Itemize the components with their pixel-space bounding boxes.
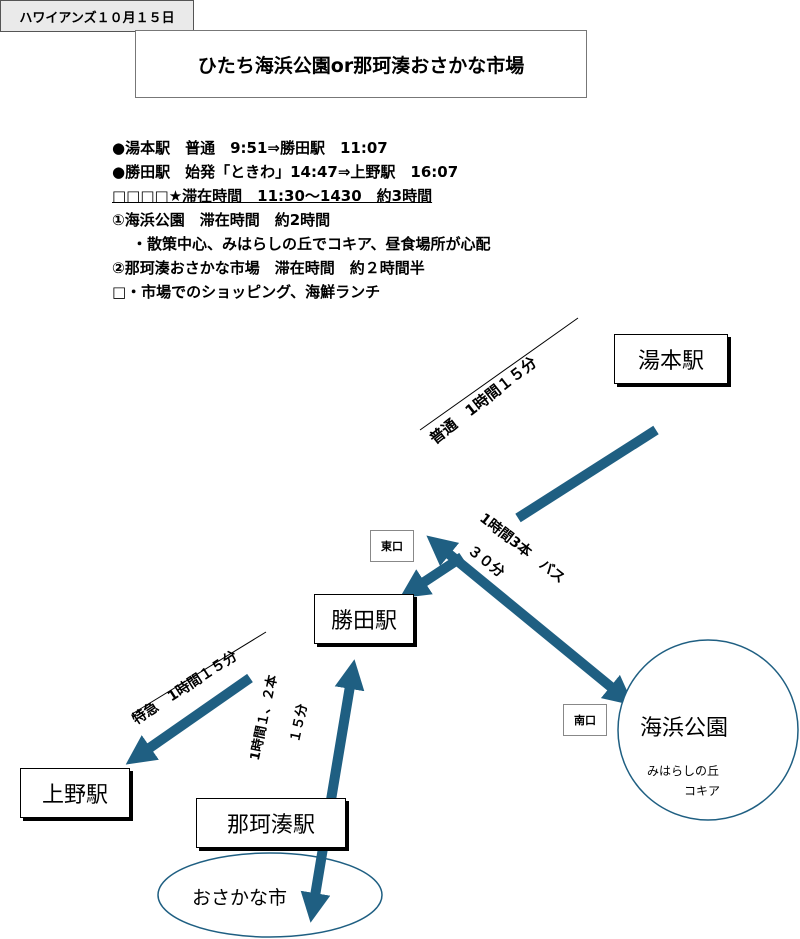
label-east-exit: 東口: [370, 530, 414, 562]
itinerary-line-6: ②那珂湊おさかな市場 滞在時間 約２時間半: [112, 259, 425, 277]
itinerary-line-2: ●勝田駅 始発「ときわ」14:47⇒上野駅 16:07: [112, 163, 459, 181]
itinerary-line-7: □・市場でのショッピング、海鮮ランチ: [112, 283, 381, 301]
station-ueno: 上野駅: [20, 768, 130, 818]
kaihin-park-label: 海浜公園: [640, 716, 729, 741]
itinerary-line-4: ①海浜公園 滞在時間 約2時間: [112, 211, 331, 229]
route-underline-yumoto: [419, 317, 579, 431]
station-katsuta: 勝田駅: [314, 594, 414, 644]
station-yumoto: 湯本駅: [614, 334, 728, 384]
arrow-katsuta-ueno: [125, 673, 253, 765]
itinerary-line-5: ・散策中心、みはらしの丘でコキア、昼食場所が心配: [132, 235, 491, 253]
arrow-yumoto-katsuta-a: [515, 425, 659, 523]
arrow-bus: [426, 535, 634, 706]
osakana-market-label: おさかな市: [192, 887, 288, 909]
label-south-exit: 南口: [563, 704, 607, 736]
osakana-market-ellipse: [157, 852, 383, 938]
itinerary: ●湯本駅 普通 9:51⇒勝田駅 11:07 ●勝田駅 始発「ときわ」14:47…: [112, 136, 491, 304]
route-underline-ueno: [131, 631, 267, 715]
date-tag: ハワイアンズ１０月１５日: [0, 0, 194, 32]
kaihin-park-circle: [617, 639, 799, 821]
itinerary-line-1: ●湯本駅 普通 9:51⇒勝田駅 11:07: [112, 139, 388, 157]
kaihin-park-note-2: コキア: [684, 784, 721, 798]
itinerary-line-3: □□□□★滞在時間 11:30～1430 約3時間: [112, 187, 433, 205]
kaihin-park-note-1: みはらしの丘: [647, 764, 720, 778]
station-nakaminato: 那珂湊駅: [196, 798, 346, 848]
arrow-katsuta-nakaminato: [300, 659, 365, 923]
page-title: ひたち海浜公園or那珂湊おさかな市場: [135, 30, 587, 98]
